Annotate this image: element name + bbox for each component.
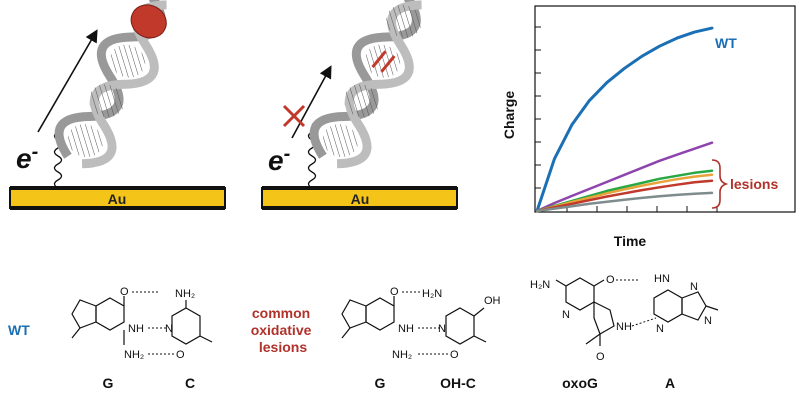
pair3-n3: N — [690, 281, 698, 293]
chart-ylabel: Charge — [501, 91, 517, 139]
dna-helix-middle — [309, 0, 422, 169]
pair1-nh2-top: NH₂ — [175, 288, 195, 300]
pair2-h2n: H₂N — [422, 288, 442, 300]
pair2-o-bottom: O — [450, 349, 459, 361]
pair2-nh2: NH₂ — [392, 349, 412, 361]
base-pair-oxog-a: H₂N O N NH O HN N N N oxoG A — [530, 273, 719, 391]
pair3-hn: HN — [654, 273, 670, 285]
chart-series — [535, 26, 714, 213]
charge-arrow-middle — [291, 65, 332, 139]
gold-electrode-middle: Au — [261, 186, 458, 210]
lesion-base-pair — [371, 50, 396, 73]
wt-row-label: WT — [8, 322, 30, 338]
gold-electrode-left: Au — [9, 186, 226, 210]
pair1-nh2-bottom: NH₂ — [124, 349, 144, 361]
pair2-o: O — [390, 286, 399, 298]
pair3-n4: N — [704, 315, 712, 327]
middle-panel: Au e- — [261, 0, 458, 210]
lesions-brace — [711, 159, 729, 209]
series-label-wt: WT — [715, 35, 737, 51]
pair2-oh: OH — [484, 295, 501, 307]
base-pair-g-c: O NH NH₂ NH₂ N O G C — [71, 286, 213, 391]
pair3-o2: O — [596, 351, 605, 363]
series-line-3 — [535, 173, 714, 213]
base-label-c: C — [185, 375, 195, 391]
lesions-label: lesions — [730, 176, 778, 192]
pair1-o: O — [120, 286, 129, 298]
charge-time-chart: Charge Time WT lesions — [501, 5, 796, 249]
base-label-a: A — [665, 375, 675, 391]
pair3-o: O — [606, 274, 615, 286]
series-line-4 — [535, 179, 714, 213]
electrode-label-left: Au — [108, 191, 127, 207]
blocked-cross-icon — [282, 104, 306, 128]
base-pair-g-ohc: O NH NH₂ H₂N OH N O G OH-C — [341, 286, 501, 391]
bottom-structures: WT O NH NH₂ NH₂ N O G C co — [8, 273, 719, 391]
series-line-5 — [535, 191, 714, 213]
base-label-g1: G — [103, 375, 114, 391]
series-line-0 — [535, 26, 714, 213]
pair1-nh: NH — [128, 323, 144, 335]
left-panel: Au e- — [9, 0, 226, 210]
lesions-row-label: common oxidative lesions — [251, 305, 316, 355]
pair1-o-bottom: O — [176, 349, 185, 361]
pair3-n1: N — [562, 309, 570, 321]
pair3-h2n: H₂N — [530, 279, 550, 291]
electrode-label-middle: Au — [351, 191, 370, 207]
charge-arrow-left — [37, 29, 98, 133]
pair2-nh: NH — [398, 323, 414, 335]
electron-label-left: e- — [16, 141, 39, 174]
base-label-ohc: OH-C — [440, 375, 476, 391]
dna-helix-left — [54, 0, 167, 169]
base-label-oxog: oxoG — [562, 375, 598, 391]
series-line-1 — [535, 141, 714, 213]
pair1-n: N — [165, 323, 173, 335]
electron-label-middle: e- — [268, 143, 291, 176]
pair3-nh: NH — [616, 321, 632, 333]
pair2-n: N — [438, 323, 446, 335]
pair3-n2: N — [656, 323, 664, 335]
base-label-g2: G — [375, 375, 386, 391]
chart-xlabel: Time — [614, 233, 647, 249]
linker-wave-middle — [307, 123, 317, 189]
